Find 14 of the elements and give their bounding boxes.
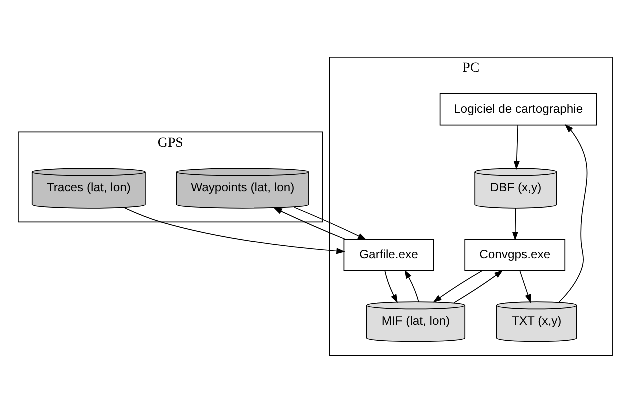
- arrow: [514, 124, 520, 170]
- arrow: [274, 207, 346, 240]
- node-box: Convgps.exe: [464, 238, 566, 271]
- arrow: [520, 270, 532, 303]
- arrow: [384, 270, 398, 303]
- arrow: [454, 270, 504, 303]
- arrow: [124, 207, 346, 254]
- arrow: [559, 124, 588, 302]
- arrow: [294, 206, 367, 240]
- node-box: Logiciel de cartographie: [440, 93, 598, 126]
- arrow: [512, 208, 518, 240]
- node-box: Garfile.exe: [344, 238, 434, 271]
- arrow: [433, 270, 483, 302]
- arrow: [404, 270, 420, 302]
